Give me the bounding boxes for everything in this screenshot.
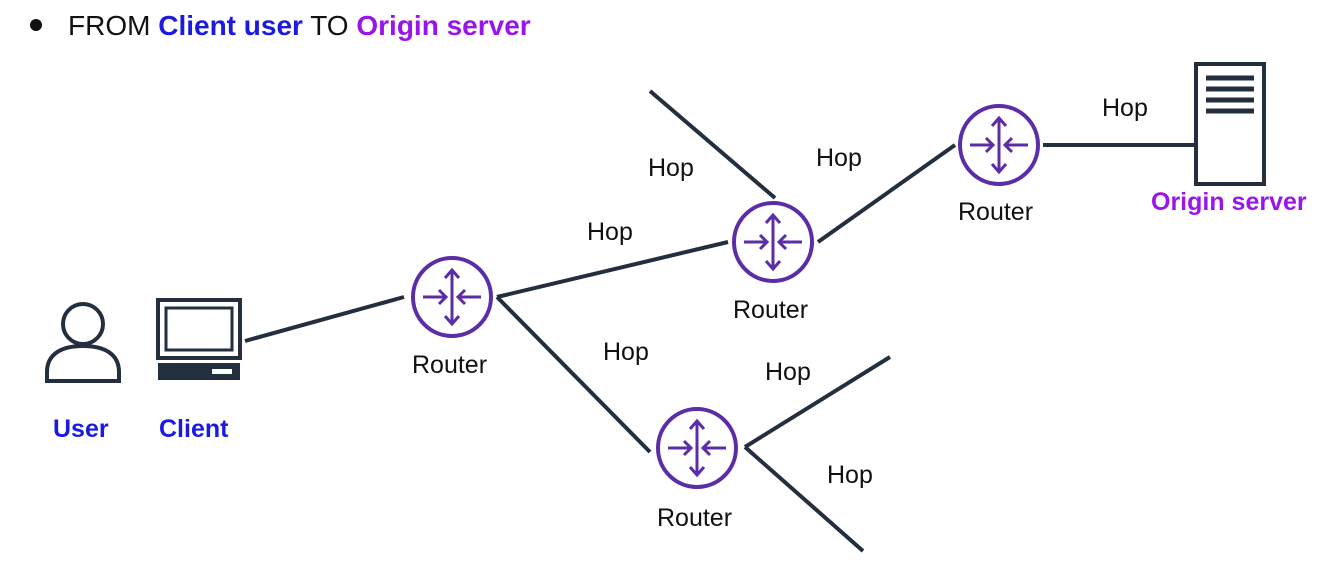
link-client-router1 [244, 295, 405, 343]
router-3-label: Router [657, 504, 732, 532]
link-router3-branch-up [743, 355, 892, 449]
hop-label: Hop [603, 338, 649, 366]
links [244, 89, 1196, 553]
router-2-icon [732, 201, 814, 283]
router-4-label: Router [958, 198, 1033, 226]
computer-icon [156, 298, 242, 380]
header-line: FROM Client user TO Origin server [30, 8, 531, 44]
server-icon [1194, 62, 1266, 186]
header-origin-server: Origin server [356, 10, 531, 41]
hop-label: Hop [587, 218, 633, 246]
header-prefix: FROM [68, 10, 151, 41]
client-label: Client [159, 415, 229, 443]
hop-label: Hop [1102, 94, 1148, 122]
router-1-icon [411, 256, 493, 338]
hop-label: Hop [827, 461, 873, 489]
origin-server-label: Origin server [1151, 188, 1307, 216]
user-label: User [53, 415, 109, 443]
link-router3-branch-down [743, 445, 865, 553]
hop-label: Hop [648, 154, 694, 182]
router-3-icon [656, 407, 738, 489]
hop-label: Hop [765, 358, 811, 386]
link-router2-branch [648, 89, 777, 200]
router-4-icon [958, 104, 1040, 186]
user-icon [45, 302, 121, 383]
router-1-label: Router [412, 351, 487, 379]
hop-label: Hop [816, 144, 862, 172]
header-mid: TO [310, 10, 349, 41]
header-client-user: Client user [158, 10, 303, 41]
bullet-icon [30, 18, 42, 31]
link-router1-router3 [495, 295, 652, 454]
router-2-label: Router [733, 296, 808, 324]
link-router1-router2 [496, 240, 729, 299]
link-router2-router4 [816, 143, 957, 244]
